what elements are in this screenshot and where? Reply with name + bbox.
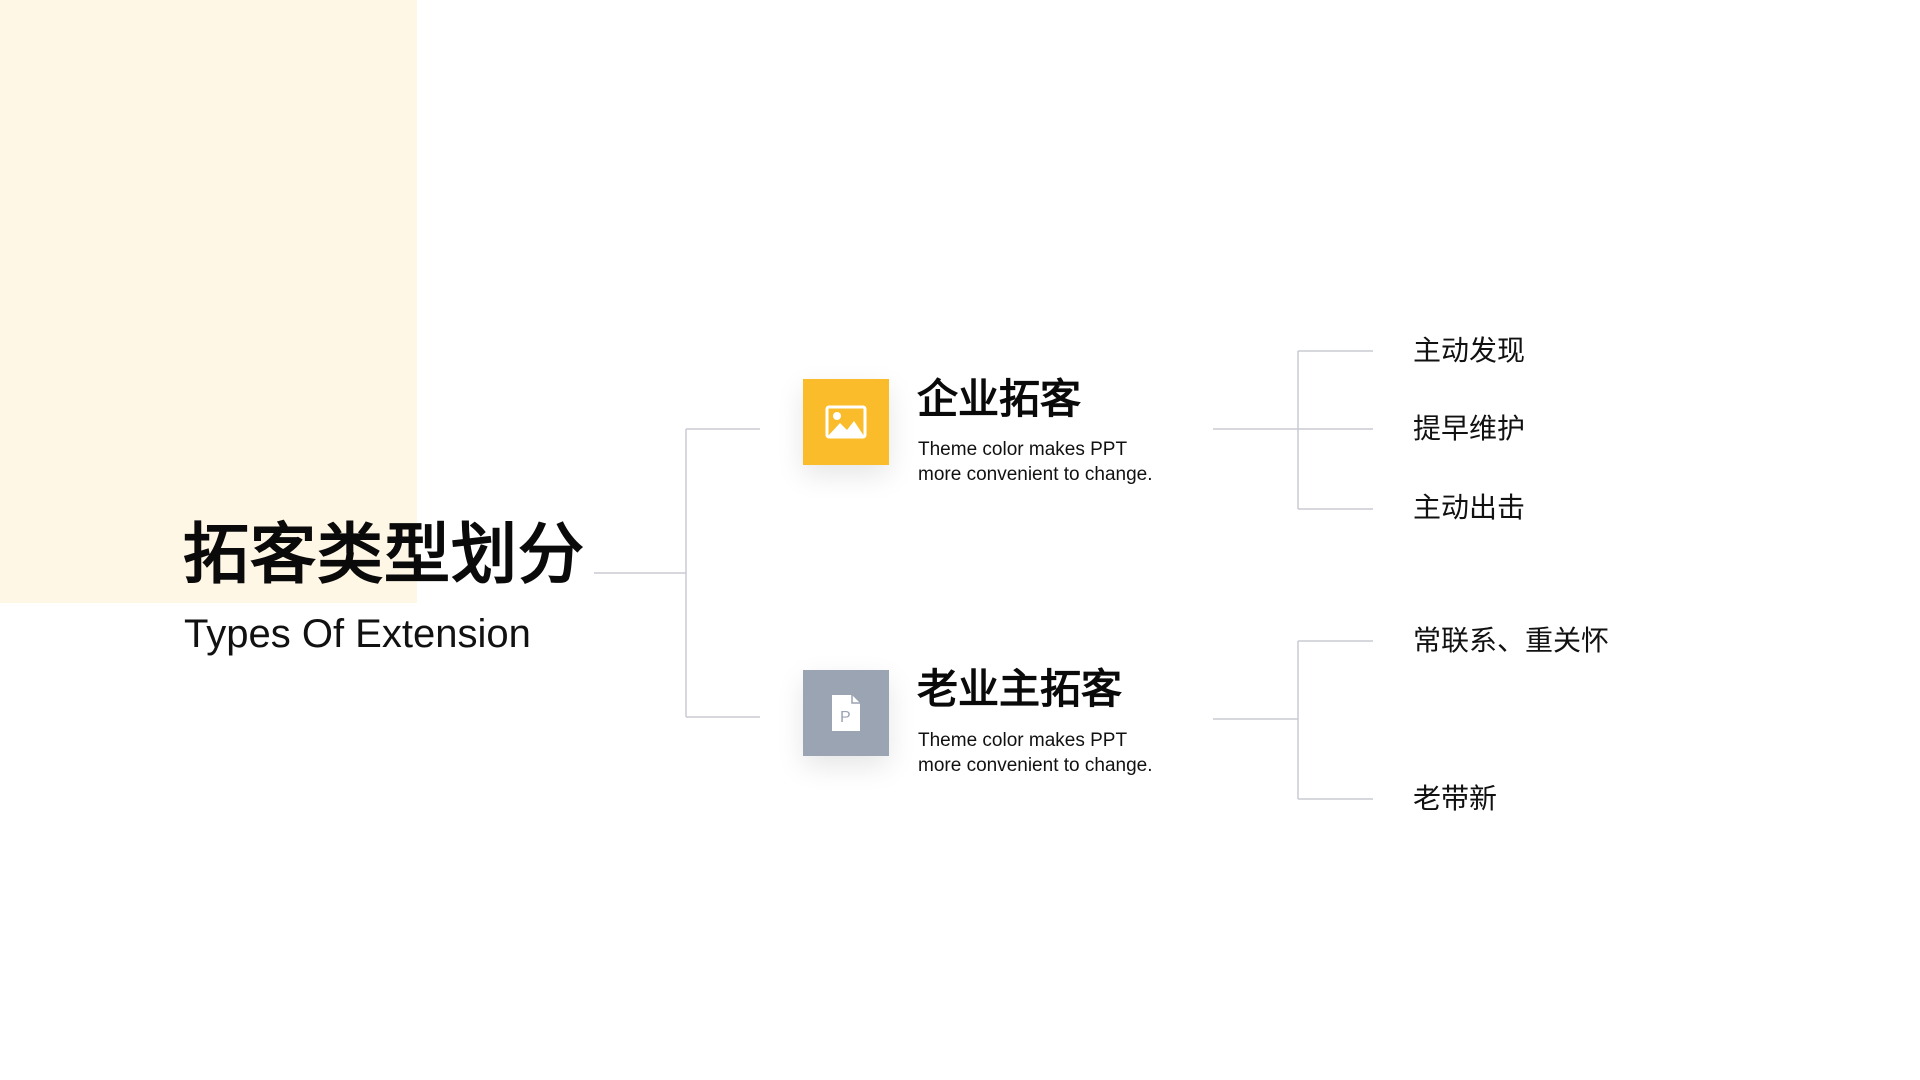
branch-description-line: Theme color makes PPT — [918, 730, 1128, 751]
branch-description-enterprise: Theme color makes PPT more convenient to… — [918, 437, 1153, 487]
leaf-item: 主动出击 — [1413, 492, 1526, 523]
branch-title-owner: 老业主拓客 — [917, 666, 1122, 712]
leaf-item: 主动发现 — [1413, 335, 1526, 366]
accent-background-block — [0, 0, 417, 603]
branch-description-line: Theme color makes PPT — [918, 439, 1128, 460]
svg-text:P: P — [840, 709, 851, 726]
branch-description-owner: Theme color makes PPT more convenient to… — [918, 728, 1153, 778]
slide-subtitle: Types Of Extension — [184, 612, 531, 656]
document-p-icon: P — [803, 670, 889, 756]
leaf-item: 常联系、重关怀 — [1413, 625, 1610, 656]
branch-description-line: more convenient to change. — [918, 464, 1153, 485]
branch-description-line: more convenient to change. — [918, 755, 1153, 776]
branch-title-enterprise: 企业拓客 — [917, 376, 1081, 422]
leaf-item: 提早维护 — [1413, 413, 1526, 444]
image-icon — [803, 379, 889, 465]
leaf-item: 老带新 — [1413, 783, 1498, 814]
slide-title: 拓客类型划分 — [183, 517, 585, 591]
